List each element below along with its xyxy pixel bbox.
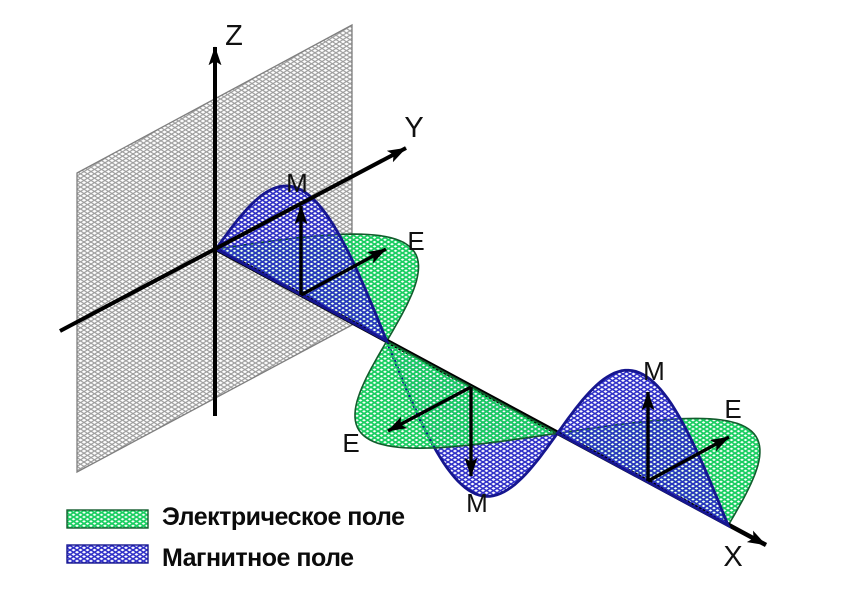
x-axis-label: X	[723, 541, 742, 573]
electric-vector-label-2: E	[342, 428, 359, 458]
electric-vector-arrow-2	[387, 385, 472, 433]
magnetic-lobe-3	[555, 368, 731, 529]
legend: Электрическое поле Магнитное поле	[66, 503, 406, 572]
electric-vector-label-1: E	[407, 226, 424, 256]
magnetic-vector-label-1: M	[286, 168, 308, 198]
legend-electric-swatch	[66, 509, 149, 529]
legend-magnetic-swatch	[66, 544, 149, 564]
z-axis-label: Z	[225, 20, 243, 52]
legend-electric-label: Электрическое поле	[162, 503, 405, 531]
y-axis	[59, 146, 407, 333]
electric-vector-arrow-3	[647, 435, 730, 483]
electric-vector-arrow-1	[300, 247, 387, 297]
magnetic-vector-label-3: M	[643, 356, 665, 386]
legend-magnetic-label: Магнитное поле	[162, 544, 354, 572]
magnetic-vector-label-2: M	[466, 488, 488, 518]
electric-vector-label-3: E	[724, 394, 741, 424]
y-axis-label: Y	[404, 112, 423, 144]
